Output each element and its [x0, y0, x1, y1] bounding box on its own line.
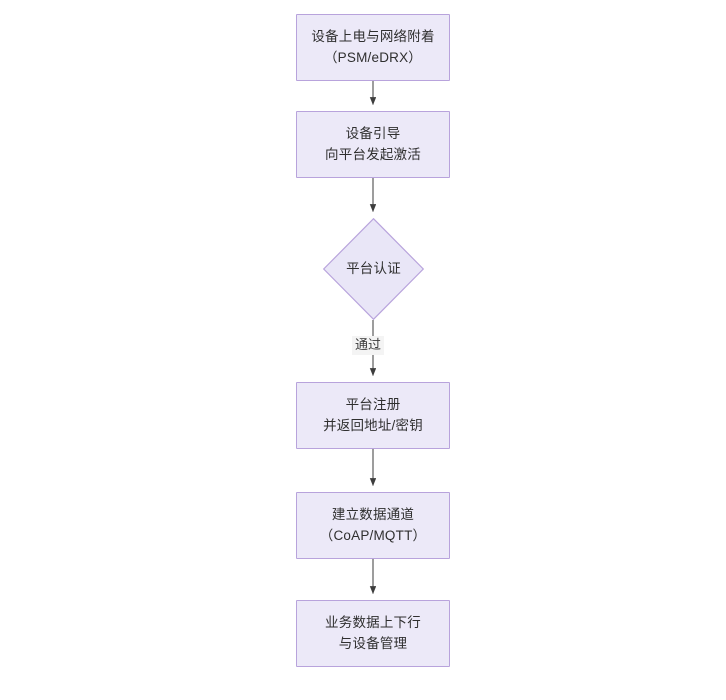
node-data-channel-line-1: 建立数据通道 [331, 506, 415, 522]
node-data-channel-line-2: （CoAP/MQTT） [319, 527, 427, 543]
node-platform-register-line-2: 并返回地址/密钥 [323, 417, 423, 433]
node-service-data[interactable]: 业务数据上下行 与设备管理 [296, 600, 450, 667]
node-platform-register-line-1: 平台注册 [345, 396, 401, 412]
node-bootstrap[interactable]: 设备引导 向平台发起激活 [296, 111, 450, 178]
node-bootstrap-line-2: 向平台发起激活 [325, 146, 421, 162]
node-platform-auth[interactable]: 平台认证 [323, 218, 424, 320]
node-platform-auth-label: 平台认证 [346, 260, 401, 276]
diamond-shape [323, 218, 424, 320]
node-service-data-line-2: 与设备管理 [338, 635, 408, 651]
node-service-data-line-1: 业务数据上下行 [325, 614, 421, 630]
node-platform-register[interactable]: 平台注册 并返回地址/密钥 [296, 382, 450, 449]
node-bootstrap-line-1: 设备引导 [345, 125, 401, 141]
node-power-on-line-2: （PSM/eDRX） [323, 49, 423, 65]
node-power-on-line-1: 设备上电与网络附着 [311, 28, 435, 44]
edge-label-pass: 通过 [352, 336, 385, 355]
node-power-on[interactable]: 设备上电与网络附着 （PSM/eDRX） [296, 14, 450, 81]
node-data-channel[interactable]: 建立数据通道 （CoAP/MQTT） [296, 492, 450, 559]
